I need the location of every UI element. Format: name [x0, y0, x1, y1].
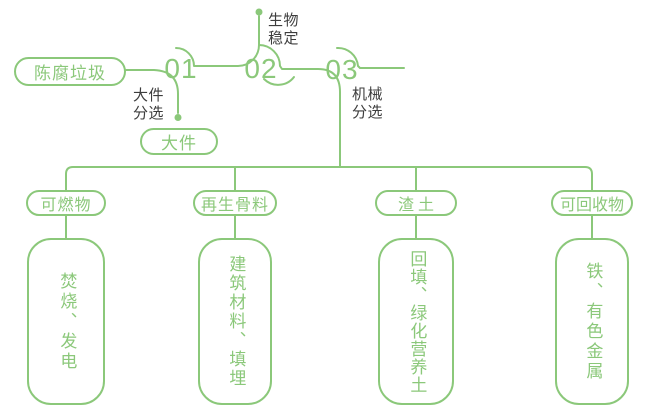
label-biostabilization-line1: 生物 — [268, 12, 300, 29]
node-result-slag: 回填、绿化营养土 — [378, 238, 454, 405]
line-source-to-bulky-drop — [125, 69, 179, 114]
label-bulky-sorting-line1: 大件 — [133, 87, 165, 104]
dot-bulky-sorting — [174, 114, 182, 121]
node-category-recyclables: 可回收物 — [551, 190, 633, 216]
node-category-recycled-aggregate: 再生骨料 — [193, 190, 277, 216]
label-biostabilization-line2: 稳定 — [268, 29, 300, 47]
label-biostabilization: 生物 稳定 — [268, 12, 299, 47]
node-source: 陈腐垃圾 — [14, 57, 126, 86]
label-mechanical-sorting-line1: 机械 — [352, 86, 384, 103]
label-mechanical-sorting: 机械 分选 — [352, 86, 383, 121]
node-result-combustibles: 焚烧、发电 — [27, 238, 105, 405]
line-02-to-03-drop — [258, 44, 341, 168]
dot-biostabilization — [255, 8, 263, 16]
node-bulky-output: 大件 — [140, 128, 218, 155]
step-number-03: 03 — [325, 54, 359, 85]
arc-under-02 — [263, 76, 295, 86]
label-bulky-sorting: 大件 分选 — [133, 87, 164, 122]
result-text-recyclables: 铁、有色金属 — [583, 261, 603, 382]
result-text-slag: 回填、绿化营养土 — [407, 249, 427, 394]
label-mechanical-sorting-line2: 分选 — [352, 103, 384, 121]
distribution-bar — [65, 166, 593, 191]
node-result-recycled-aggregate: 建筑材料、填埋 — [198, 238, 272, 405]
node-result-recyclables: 铁、有色金属 — [555, 238, 629, 405]
node-category-combustibles: 可燃物 — [26, 190, 106, 216]
step-number-02: 02 — [244, 53, 278, 84]
line-01-to-02 — [175, 15, 260, 67]
label-bulky-sorting-line2: 分选 — [133, 104, 165, 122]
result-text-combustibles: 焚烧、发电 — [57, 271, 77, 372]
step-number-01: 01 — [164, 53, 198, 84]
result-text-recycled-aggregate: 建筑材料、填埋 — [226, 255, 246, 388]
node-category-slag: 渣土 — [375, 190, 457, 216]
line-03-exit — [336, 46, 405, 69]
